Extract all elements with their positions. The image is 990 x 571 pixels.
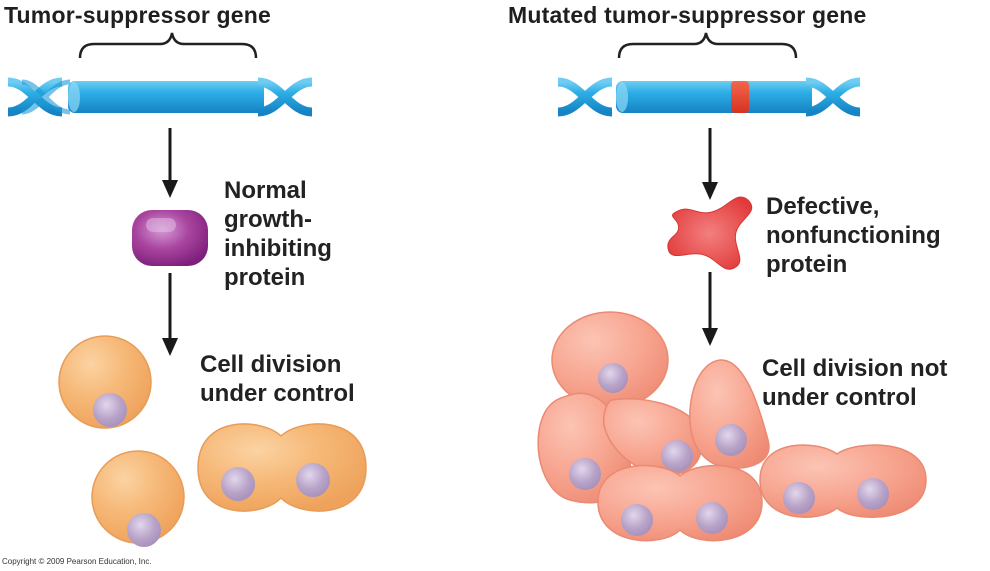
dividing-abnormal-cell: [597, 464, 763, 542]
defective-protein-label: Defective, nonfunctioning protein: [766, 193, 941, 278]
gene-bracket: [617, 32, 798, 59]
normal-cell: [91, 450, 185, 547]
arrow-protein-to-cells: [162, 273, 178, 356]
abnormal-cell: [689, 359, 770, 470]
dna-strand-normal: [7, 77, 313, 117]
dividing-abnormal-cell: [759, 444, 927, 518]
arrow-protein-to-cells: [702, 272, 718, 346]
gene-bracket: [78, 32, 258, 59]
normal-cells-label: Cell division under control: [200, 351, 355, 407]
arrow-gene-to-protein: [162, 128, 178, 198]
normal-protein-label: Normal growth- inhibiting protein: [224, 177, 332, 291]
copyright-notice: Copyright © 2009 Pearson Education, Inc.: [2, 557, 152, 566]
dna-strand-mutated: [557, 77, 861, 117]
dividing-normal-cell: [197, 423, 367, 512]
mutation-marker: [731, 81, 749, 113]
defective-protein-icon: [667, 196, 753, 270]
abnormal-cells-label: Cell division not under control: [762, 355, 948, 411]
right-title: Mutated tumor-suppressor gene: [508, 2, 867, 28]
normal-cell: [58, 335, 152, 429]
abnormal-cell: [551, 311, 669, 409]
left-title: Tumor-suppressor gene: [4, 2, 272, 28]
arrow-gene-to-protein: [702, 128, 718, 200]
